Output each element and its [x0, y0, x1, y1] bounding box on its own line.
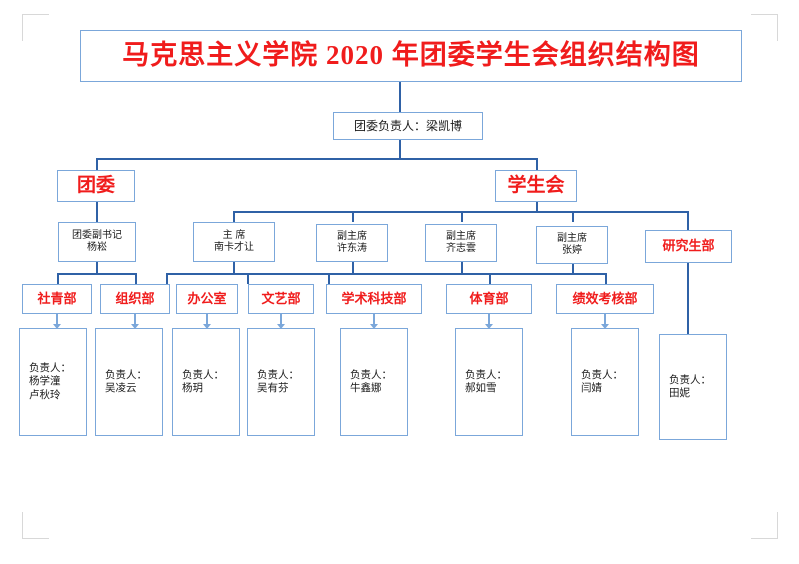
connector-vice2-down	[461, 262, 463, 273]
connector-title-to-root	[399, 82, 401, 112]
connector-union-down	[536, 202, 538, 211]
arrow-bangongshi-head	[203, 324, 211, 329]
connector-union-dept-bar	[166, 273, 606, 275]
connector-union-to-vice3	[572, 211, 574, 222]
crop-mark-top-left	[22, 14, 49, 41]
connector-to-union	[536, 158, 538, 170]
node-chairman-label: 主 席 南卡才让	[214, 229, 254, 254]
node-dept-academic-tech-label: 学术科技部	[341, 290, 407, 306]
arrow-jixiao-line	[604, 314, 606, 326]
node-dept-sports: 体育部	[446, 284, 532, 314]
crop-mark-top-right	[751, 14, 778, 41]
arrow-shequ-head	[53, 324, 61, 329]
connector-grad-to-person	[687, 263, 689, 334]
connector-to-dept-xueshu	[328, 273, 330, 284]
node-vice-chair-3: 副主席 张婷	[536, 226, 608, 264]
node-league: 团委	[57, 170, 135, 202]
node-dept-organization-label: 组织部	[115, 290, 155, 306]
person-box-performance: 负责人： 闫婧	[571, 328, 639, 436]
connector-union-to-chairman	[233, 211, 235, 222]
node-student-union: 学生会	[495, 170, 577, 202]
connector-to-league	[96, 158, 98, 170]
node-dept-arts: 文艺部	[248, 284, 314, 314]
person-box-sports: 负责人： 郝如雪	[455, 328, 523, 436]
node-dept-arts-label: 文艺部	[261, 290, 301, 306]
connector-to-dept-shequ	[57, 273, 59, 284]
node-vice-chair-1: 副主席 许东涛	[316, 224, 388, 262]
arrow-xueshu-head	[370, 324, 378, 329]
node-dept-office-label: 办公室	[187, 290, 227, 306]
node-vice-chair-3-label: 副主席 张婷	[557, 232, 587, 257]
person-box-organization-label: 负责人： 吴凌云	[105, 368, 147, 394]
person-box-organization: 负责人： 吴凌云	[95, 328, 163, 436]
arrow-tiyu-head	[485, 324, 493, 329]
node-dept-performance: 绩效考核部	[556, 284, 654, 314]
person-box-sports-label: 负责人： 郝如雪	[465, 368, 507, 394]
person-box-office-label: 负责人： 杨玥	[182, 368, 224, 394]
chart-title-box: 团委负责人：梁凯博 马克思主义学院 2020 年团委学生会组织结构图	[80, 30, 742, 82]
arrow-wenyi-line	[280, 314, 282, 326]
person-box-arts: 负责人： 吴有芬	[247, 328, 315, 436]
node-vice-chair-2: 副主席 齐志雲	[425, 224, 497, 262]
arrow-tiyu-line	[488, 314, 490, 326]
connector-union-to-grad	[687, 211, 689, 230]
person-box-academic-tech: 负责人： 牛鑫娜	[340, 328, 408, 436]
person-box-office: 负责人： 杨玥	[172, 328, 240, 436]
person-box-academic-tech-label: 负责人： 牛鑫娜	[350, 368, 392, 394]
arrow-zuzhi-line	[134, 314, 136, 326]
person-box-graduate: 负责人： 田妮	[659, 334, 727, 440]
connector-to-dept-wenyi	[247, 273, 249, 284]
arrow-xueshu-line	[373, 314, 375, 326]
node-vice-chair-2-label: 副主席 齐志雲	[446, 230, 476, 255]
connector-root-down	[399, 140, 401, 158]
node-league-label: 团委	[76, 175, 115, 197]
connector-root-split-bar	[96, 158, 537, 160]
arrow-zuzhi-head	[131, 324, 139, 329]
connector-league-dept-bar	[57, 273, 137, 275]
node-dept-organization: 组织部	[100, 284, 170, 314]
crop-mark-bottom-left	[22, 512, 49, 539]
person-box-social-youth: 负责人： 杨学潼 卢秋玲	[19, 328, 87, 436]
node-chairman: 主 席 南卡才让	[193, 222, 275, 262]
connector-chairman-down	[233, 262, 235, 273]
connector-to-dept-jixiao	[605, 273, 607, 284]
node-dept-office: 办公室	[176, 284, 238, 314]
node-graduate-department-label: 研究生部	[662, 238, 715, 254]
node-league-vice-secretary-label: 团委副书记 杨崧	[72, 229, 122, 254]
node-league-vice-secretary: 团委副书记 杨崧	[58, 222, 136, 262]
connector-union-to-vice1	[352, 211, 354, 222]
node-dept-sports-label: 体育部	[469, 290, 509, 306]
person-box-social-youth-label: 负责人： 杨学潼 卢秋玲	[29, 362, 71, 401]
node-dept-academic-tech: 学术科技部	[326, 284, 422, 314]
connector-vice1-down	[352, 262, 354, 273]
connector-vice-secretary-down	[96, 262, 98, 273]
node-student-union-label: 学生会	[507, 175, 565, 197]
person-box-arts-label: 负责人： 吴有芬	[257, 368, 299, 394]
connector-to-dept-bangongshi	[166, 273, 168, 284]
node-dept-social-youth: 社青部	[22, 284, 92, 314]
connector-union-span-bar	[233, 211, 688, 213]
arrow-wenyi-head	[277, 324, 285, 329]
connector-to-dept-zuzhi	[135, 273, 137, 284]
connector-to-dept-tiyu	[489, 273, 491, 284]
chart-title-text: 马克思主义学院 2020 年团委学生会组织结构图	[122, 40, 700, 71]
person-box-graduate-label: 负责人： 田妮	[669, 373, 711, 399]
connector-league-down	[96, 202, 98, 222]
node-root-leader-label: 团委负责人：梁凯博	[353, 118, 462, 133]
person-box-performance-label: 负责人： 闫婧	[581, 368, 623, 394]
connector-vice3-down	[572, 264, 574, 273]
node-root-leader: 团委负责人：梁凯博	[333, 112, 483, 140]
connector-union-to-vice2	[461, 211, 463, 222]
arrow-shequ-line	[56, 314, 58, 326]
arrow-jixiao-head	[601, 324, 609, 329]
node-dept-social-youth-label: 社青部	[37, 290, 77, 306]
crop-mark-bottom-right	[751, 512, 778, 539]
node-dept-performance-label: 绩效考核部	[572, 290, 638, 306]
node-graduate-department: 研究生部	[645, 230, 732, 263]
node-vice-chair-1-label: 副主席 许东涛	[337, 230, 367, 255]
arrow-bangongshi-line	[206, 314, 208, 326]
